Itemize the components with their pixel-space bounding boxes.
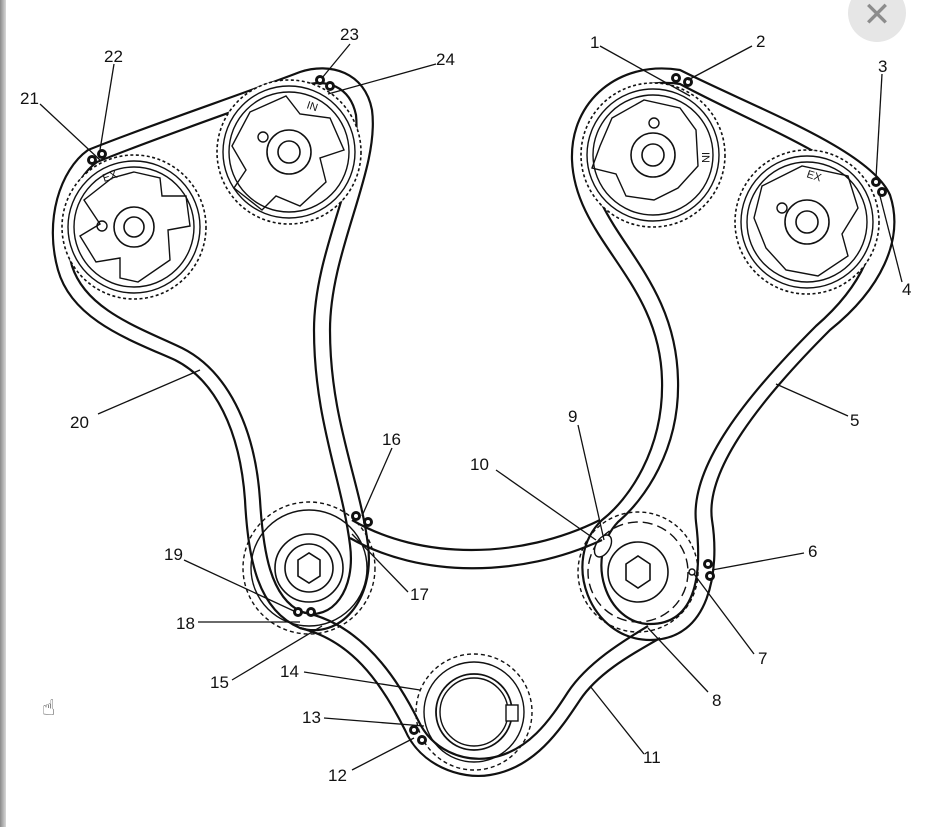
chain-mark-3 xyxy=(871,177,887,197)
left-intake-label: IN xyxy=(305,99,319,114)
center-chain-lower xyxy=(349,537,603,570)
left-intake-sprocket: IN xyxy=(216,79,362,225)
callout-18: 18 xyxy=(176,614,195,633)
crankshaft-sprocket xyxy=(415,653,533,771)
leader-lines xyxy=(39,43,903,771)
callout-19: 19 xyxy=(164,545,183,564)
left-lower-sprocket xyxy=(242,501,376,635)
callout-20: 20 xyxy=(70,413,89,432)
callout-14: 14 xyxy=(280,662,299,681)
left-chain-outer xyxy=(51,67,374,632)
right-exhaust-sprocket: EX xyxy=(734,149,880,295)
callout-3: 3 xyxy=(878,57,887,76)
callout-7: 7 xyxy=(758,649,767,668)
callout-11: 11 xyxy=(643,748,661,767)
callout-15: 15 xyxy=(210,673,229,692)
right-exhaust-label: EX xyxy=(805,168,823,184)
callout-6: 6 xyxy=(808,542,817,561)
chain-mark-23 xyxy=(315,75,335,91)
chain-mark-22 xyxy=(87,149,107,165)
chain-mark-6 xyxy=(703,559,715,581)
right-lower-sprocket xyxy=(577,511,699,633)
right-chain-outer xyxy=(570,67,896,642)
lower-chain-inner xyxy=(301,610,649,760)
crank-area xyxy=(299,519,661,777)
chain-mark-12 xyxy=(409,725,427,745)
chain-mark-16 xyxy=(351,511,373,527)
callout-12: 12 xyxy=(328,766,347,785)
window-left-border xyxy=(0,0,6,827)
callout-21: 21 xyxy=(20,89,39,108)
close-icon: ✕ xyxy=(862,0,892,35)
callout-17: 17 xyxy=(410,585,429,604)
callout-5: 5 xyxy=(850,411,859,430)
callout-1: 1 xyxy=(590,33,599,52)
callout-23: 23 xyxy=(340,25,359,44)
right-intake-label: IN xyxy=(699,152,711,163)
right-intake-sprocket: IN xyxy=(580,82,726,228)
left-bank: EX IN xyxy=(51,67,376,635)
chain-mark-18 xyxy=(293,607,316,617)
left-exhaust-label: EX xyxy=(101,169,119,185)
hand-pointer-icon: ☝ xyxy=(42,696,56,721)
chain-marks xyxy=(87,73,887,745)
callout-numbers: 1 2 3 4 5 6 7 8 9 10 11 12 13 14 15 16 1… xyxy=(20,25,911,785)
chain-mark-2 xyxy=(671,73,693,87)
callout-16: 16 xyxy=(382,430,401,449)
lower-chain-outer xyxy=(299,626,661,777)
callout-22: 22 xyxy=(104,47,123,66)
callout-24: 24 xyxy=(436,50,455,69)
center-chain-upper xyxy=(351,519,601,551)
callout-4: 4 xyxy=(902,280,911,299)
left-exhaust-sprocket: EX xyxy=(61,154,207,300)
callout-8: 8 xyxy=(712,691,721,710)
callout-2: 2 xyxy=(756,32,765,51)
callout-10: 10 xyxy=(470,455,489,474)
callout-9: 9 xyxy=(568,407,577,426)
callout-13: 13 xyxy=(302,708,321,727)
right-bank: IN EX xyxy=(570,67,896,642)
